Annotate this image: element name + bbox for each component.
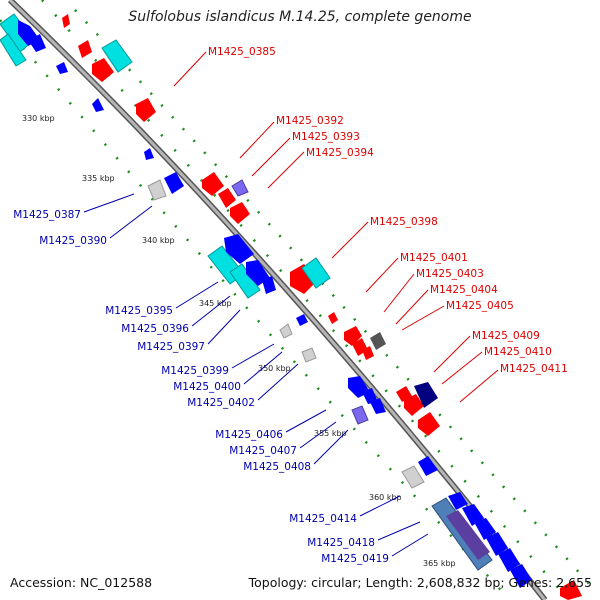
gene-rna[interactable] xyxy=(101,39,133,73)
gene-reverse[interactable] xyxy=(486,532,508,556)
gene-label-reverse[interactable]: M1425_0387 xyxy=(13,209,81,221)
gc-track-mid xyxy=(41,0,561,591)
reverse-leaders xyxy=(83,193,429,557)
gene-label-forward[interactable]: M1425_0398 xyxy=(370,216,438,228)
gene-label-forward[interactable]: M1425_0404 xyxy=(430,284,498,296)
gene-reverse[interactable] xyxy=(370,398,386,414)
gene-label-reverse[interactable]: M1425_0414 xyxy=(289,513,357,525)
gene-reverse[interactable] xyxy=(474,518,496,540)
gene-forward[interactable] xyxy=(290,264,318,294)
gene-reverse[interactable] xyxy=(144,148,154,160)
map-title: Sulfolobus islandicus M.14.25, complete … xyxy=(128,9,472,25)
gene-forward[interactable] xyxy=(230,202,250,224)
rna-genes xyxy=(0,13,331,299)
forward-leaders xyxy=(173,51,499,403)
forward-labels: M1425_0385 M1425_0392 M1425_0393 M1425_0… xyxy=(208,46,568,375)
scale-tick: 340 kbp xyxy=(142,236,175,245)
gene-purple[interactable] xyxy=(231,179,249,197)
gene-label-reverse[interactable]: M1425_0399 xyxy=(161,365,229,377)
gene-label-reverse[interactable]: M1425_0397 xyxy=(137,341,205,353)
gene-navy[interactable] xyxy=(414,382,438,408)
gene-label-forward[interactable]: M1425_0401 xyxy=(400,252,468,264)
gene-label-reverse[interactable]: M1425_0419 xyxy=(321,553,389,565)
gene-label-reverse[interactable]: M1425_0402 xyxy=(187,397,255,409)
gene-label-reverse[interactable]: M1425_0400 xyxy=(173,381,241,393)
gene-reverse[interactable] xyxy=(92,98,104,112)
gene-pseudo[interactable] xyxy=(147,179,167,201)
genome-summary-text: Topology: circular; Length: 2,608,832 bp… xyxy=(248,575,592,590)
gene-reverse[interactable] xyxy=(418,456,438,476)
gene-label-forward[interactable]: M1425_0411 xyxy=(500,363,568,375)
gene-label-forward[interactable]: M1425_0392 xyxy=(276,115,344,127)
gene-label-forward[interactable]: M1425_0410 xyxy=(484,346,552,358)
accession-text: Accession: NC_012588 xyxy=(10,575,153,590)
gene-forward[interactable] xyxy=(218,188,236,208)
gene-label-forward[interactable]: M1425_0403 xyxy=(416,268,484,280)
gene-reverse[interactable] xyxy=(296,314,308,326)
gene-reverse[interactable] xyxy=(56,62,68,74)
scale-tick: 350 kbp xyxy=(258,364,291,373)
gene-label-reverse[interactable]: M1425_0406 xyxy=(215,429,283,441)
gene-label-reverse[interactable]: M1425_0407 xyxy=(229,445,297,457)
scale-tick: 360 kbp xyxy=(369,493,402,502)
gene-label-forward[interactable]: M1425_0409 xyxy=(472,330,540,342)
gene-dark[interactable] xyxy=(370,332,386,350)
gene-forward[interactable] xyxy=(344,326,362,346)
reverse-labels: M1425_0387 M1425_0390 M1425_0395 M1425_0… xyxy=(13,209,389,565)
gene-reverse[interactable] xyxy=(448,492,468,510)
gene-label-reverse[interactable]: M1425_0418 xyxy=(307,537,375,549)
gene-forward[interactable] xyxy=(362,346,374,360)
gene-pseudo[interactable] xyxy=(401,465,425,489)
gene-reverse[interactable] xyxy=(510,564,532,588)
gene-reverse[interactable] xyxy=(224,234,254,264)
other-genes xyxy=(147,179,493,571)
gene-forward[interactable] xyxy=(136,98,156,122)
gene-label-forward[interactable]: M1425_0385 xyxy=(208,46,276,58)
gene-forward[interactable] xyxy=(92,58,114,82)
gene-purple[interactable] xyxy=(351,405,369,425)
gene-forward[interactable] xyxy=(418,412,440,436)
forward-genes xyxy=(62,14,582,600)
reverse-genes xyxy=(18,20,532,588)
scale-tick: 355 kbp xyxy=(314,429,347,438)
gene-forward[interactable] xyxy=(62,14,70,28)
gene-label-reverse[interactable]: M1425_0390 xyxy=(39,235,107,247)
gene-forward[interactable] xyxy=(202,172,224,196)
gene-label-reverse[interactable]: M1425_0395 xyxy=(105,305,173,317)
scale-tick: 345 kbp xyxy=(199,299,232,308)
scale-tick: 330 kbp xyxy=(22,114,55,123)
gene-pseudo[interactable] xyxy=(279,323,293,339)
gene-reverse[interactable] xyxy=(262,276,276,294)
gene-label-forward[interactable]: M1425_0394 xyxy=(306,147,374,159)
gene-label-reverse[interactable]: M1425_0408 xyxy=(243,461,311,473)
scale-ticks: 330 kbp 335 kbp 340 kbp 345 kbp 350 kbp … xyxy=(22,114,456,568)
gene-purple[interactable] xyxy=(446,510,490,560)
gene-forward[interactable] xyxy=(78,40,92,58)
gene-forward[interactable] xyxy=(560,580,582,600)
scale-tick: 365 kbp xyxy=(423,559,456,568)
gene-reverse[interactable] xyxy=(164,172,184,194)
gene-pseudo[interactable] xyxy=(301,347,317,363)
gene-forward[interactable] xyxy=(328,312,338,324)
scale-tick: 335 kbp xyxy=(82,174,115,183)
gene-rna[interactable] xyxy=(229,263,261,299)
gene-label-forward[interactable]: M1425_0393 xyxy=(292,131,360,143)
gc-track-inner xyxy=(0,19,511,600)
gc-track-outer xyxy=(74,9,591,586)
gene-label-forward[interactable]: M1425_0405 xyxy=(446,300,514,312)
gene-label-reverse[interactable]: M1425_0396 xyxy=(121,323,189,335)
gene-rna[interactable] xyxy=(301,257,331,289)
gene-reverse[interactable] xyxy=(362,388,378,404)
gene-reverse[interactable] xyxy=(28,34,46,52)
gene-reverse[interactable] xyxy=(498,548,520,572)
gene-forward[interactable] xyxy=(404,394,424,416)
gene-rna[interactable] xyxy=(0,33,27,67)
